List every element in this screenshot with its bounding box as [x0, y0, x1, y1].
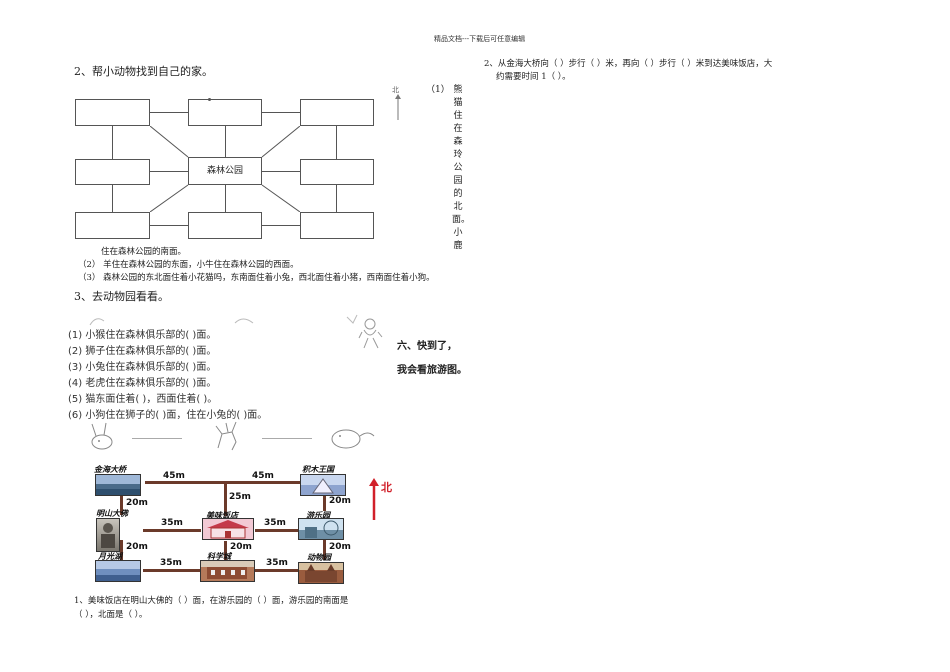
- zoo-animals-strip-icon: [89, 314, 358, 326]
- place-label-dongwu: 动物园: [307, 553, 331, 562]
- section-6-title: 六、快到了，: [397, 341, 457, 352]
- chick-icon: [331, 429, 375, 449]
- distance-top-left: 45m: [163, 471, 185, 481]
- deer-icon: [215, 421, 237, 451]
- distance-top-right: 45m: [252, 471, 274, 481]
- diagram-north-label: 北: [392, 86, 399, 94]
- place-label-yueguang: 月光湖: [98, 552, 122, 561]
- section-2-title: 2、帮小动物找到自己的家。: [74, 65, 213, 78]
- zoo-question: (5) 猫东面住着( )，西面住着( )。: [68, 394, 218, 405]
- house-box-east: [300, 159, 374, 185]
- map-north-arrow-icon: [369, 478, 379, 520]
- page-header: 精品文档---下载后可任意编辑: [434, 35, 526, 43]
- distance-bottom-right: 35m: [266, 558, 288, 568]
- map-question-2-line-2: 约需要时间 1（ ）。: [496, 72, 571, 82]
- house-box-south: [188, 212, 262, 239]
- jinhai-bridge-image: [95, 474, 141, 496]
- distance-right-upper: 20m: [329, 496, 351, 506]
- forest-park-box: 森林公园: [188, 157, 262, 185]
- zoo-question: (1) 小猴住在森林俱乐部的( )面。: [68, 330, 217, 341]
- place-label-jimu: 积木王国: [302, 465, 334, 474]
- distance-left-lower: 20m: [126, 542, 148, 552]
- q2-text: （2） 羊住在森林公园的东面，小牛住在森林公园的西面。: [78, 260, 299, 270]
- distance-bottom-left: 35m: [160, 558, 182, 568]
- youle-park-image: [298, 518, 344, 540]
- distance-right-lower: 20m: [329, 542, 351, 552]
- dongwu-zoo-image: [298, 562, 344, 584]
- q1-number: （1）: [426, 85, 450, 95]
- place-label-youle: 游乐园: [306, 511, 330, 520]
- distance-left-upper: 20m: [126, 498, 148, 508]
- map-question-1-line-2: （ ），北面是（ ）。: [74, 610, 148, 620]
- distance-mid-right: 35m: [264, 518, 286, 528]
- place-label-jinhai: 金海大桥: [94, 465, 126, 474]
- house-box-southwest: [75, 212, 150, 239]
- zoo-question: (3) 小兔住在森林俱乐部的( )面。: [68, 362, 217, 373]
- house-box-west: [75, 159, 150, 185]
- distance-mid-left: 35m: [161, 518, 183, 528]
- section-3-title: 3、去动物园看看。: [74, 290, 169, 303]
- map-north-label: 北: [381, 481, 392, 494]
- q3-text: （3） 森林公园的东北面住着小花猫吗，东南面住着小兔，西北面住着小猪，西南面住着…: [78, 273, 435, 283]
- zoo-question: (6) 小狗住在狮子的( )面，住在小兔的( )面。: [68, 410, 268, 421]
- mingshan-buddha-image: [96, 518, 120, 552]
- zoo-question: (2) 狮子住在森林俱乐部的( )面。: [68, 346, 217, 357]
- keji-city-image: [200, 560, 255, 582]
- place-label-mingshan: 明山大佛: [96, 509, 128, 518]
- distance-center-vertical: 25m: [229, 492, 251, 502]
- place-label-meiwei: 美味饭店: [206, 511, 238, 520]
- section-6-subtitle: 我会看旅游图。: [397, 365, 467, 376]
- zoo-question: (4) 老虎住在森林俱乐部的( )面。: [68, 378, 217, 389]
- monkey-icon: [358, 318, 383, 349]
- rabbit-icon: [91, 422, 113, 450]
- place-label-keji: 科学城: [207, 552, 231, 561]
- diagram-north-arrow-icon: [395, 94, 401, 120]
- house-box-north: [188, 99, 262, 126]
- distance-center-lower: 20m: [230, 542, 252, 552]
- yueguang-lake-image: [95, 560, 141, 582]
- forest-park-label: 森林公园: [206, 166, 243, 176]
- map-question-1-line-1: 1、美味饭店在明山大佛的（ ）面，在游乐园的（ ）面，游乐园的南面是: [74, 596, 349, 606]
- house-box-northeast: [300, 99, 374, 126]
- house-box-northwest: [75, 99, 150, 126]
- q1-tail: 住在森林公园的南面。: [101, 247, 187, 257]
- map-question-2-line-1: 2、从金海大桥向（ ）步行（ ）米，再向（ ）步行（ ）米到达美味饭店，大: [484, 59, 773, 69]
- meiwei-restaurant-image: [202, 518, 254, 540]
- jimu-kingdom-image: [300, 474, 346, 496]
- house-box-southeast: [300, 212, 374, 239]
